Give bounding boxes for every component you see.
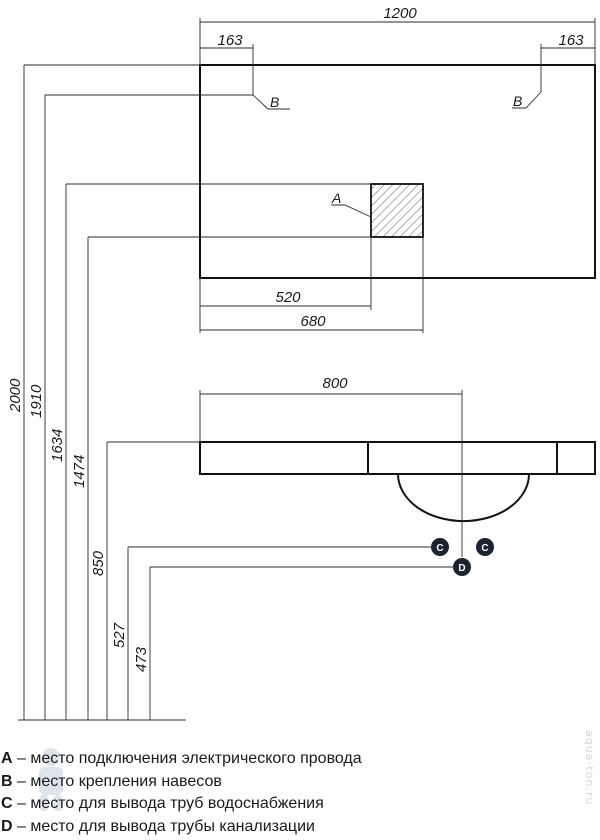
legend-letter-d: D (1, 817, 13, 835)
dim-1200-label: 1200 (383, 5, 417, 22)
dim-680: 680 (200, 237, 424, 333)
dim-1910: 1910 (28, 94, 253, 720)
dim-680-label: 680 (300, 313, 326, 330)
marker-c-left-label: C (436, 543, 443, 554)
legend-item-c: C – место для вывода труб водоснабжения (0, 793, 560, 816)
marker-c-right-label: C (481, 543, 488, 554)
dim-163-left: 163 (200, 32, 254, 95)
dim-1474-label: 1474 (71, 455, 88, 488)
legend-item-b: B – место крепления навесов (0, 771, 560, 794)
dim-800-label: 800 (322, 375, 348, 392)
legend: A – место подключения электрического про… (0, 748, 560, 838)
dim-163-left-label: 163 (217, 32, 243, 49)
dim-1474: 1474 (71, 236, 371, 720)
dim-520-label: 520 (275, 289, 301, 306)
legend-item-d: D – место для вывода трубы канализации (0, 816, 560, 839)
dim-473-label: 473 (133, 646, 150, 672)
legend-letter-b: B (1, 772, 13, 790)
dim-2000: 2000 (7, 64, 200, 720)
marker-b-left: B (252, 94, 290, 110)
dim-2000-label: 2000 (7, 378, 24, 413)
marker-c-right: C (476, 538, 494, 556)
dim-520: 520 (199, 237, 372, 333)
marker-b-left-label: B (270, 94, 279, 110)
legend-letter-a: A (1, 750, 13, 767)
legend-letter-c: C (1, 795, 13, 812)
dim-163-right-label: 163 (558, 32, 584, 49)
dim-1910-label: 1910 (28, 384, 45, 418)
marker-b-right-label: B (513, 93, 522, 109)
legend-item-a: A – место подключения электрического про… (0, 748, 560, 771)
washbasin (199, 441, 596, 523)
dim-527: 527 (111, 546, 431, 720)
brand-mascot-icon (39, 748, 63, 811)
dim-850-label: 850 (90, 550, 107, 576)
dim-1634-label: 1634 (49, 429, 66, 462)
legend-text-a: – место подключения электрического прово… (12, 750, 362, 767)
marker-a: A (331, 190, 372, 218)
dim-473: 473 (133, 566, 453, 720)
dim-1634: 1634 (49, 183, 371, 720)
dim-850: 850 (90, 441, 200, 720)
legend-text-d: – место для вывода трубы канализации (12, 817, 315, 835)
watermark: aqua-ton.ru (583, 730, 596, 806)
dim-163-right: 163 (540, 32, 595, 92)
marker-a-label: A (331, 190, 341, 206)
legend-text-c: – место для вывода труб водоснабжения (12, 795, 324, 812)
dim-800: 800 (199, 375, 463, 557)
marker-c-left: C (431, 538, 449, 556)
legend-text-b: – место крепления навесов (12, 772, 222, 790)
mirror-cabinet-outline (199, 64, 596, 279)
socket-area-a (370, 183, 424, 238)
dim-527-label: 527 (111, 622, 128, 648)
dim-1200: 1200 (199, 5, 596, 65)
marker-d-label: D (458, 563, 465, 574)
marker-d: D (453, 558, 471, 576)
marker-b-right: B (512, 91, 542, 109)
